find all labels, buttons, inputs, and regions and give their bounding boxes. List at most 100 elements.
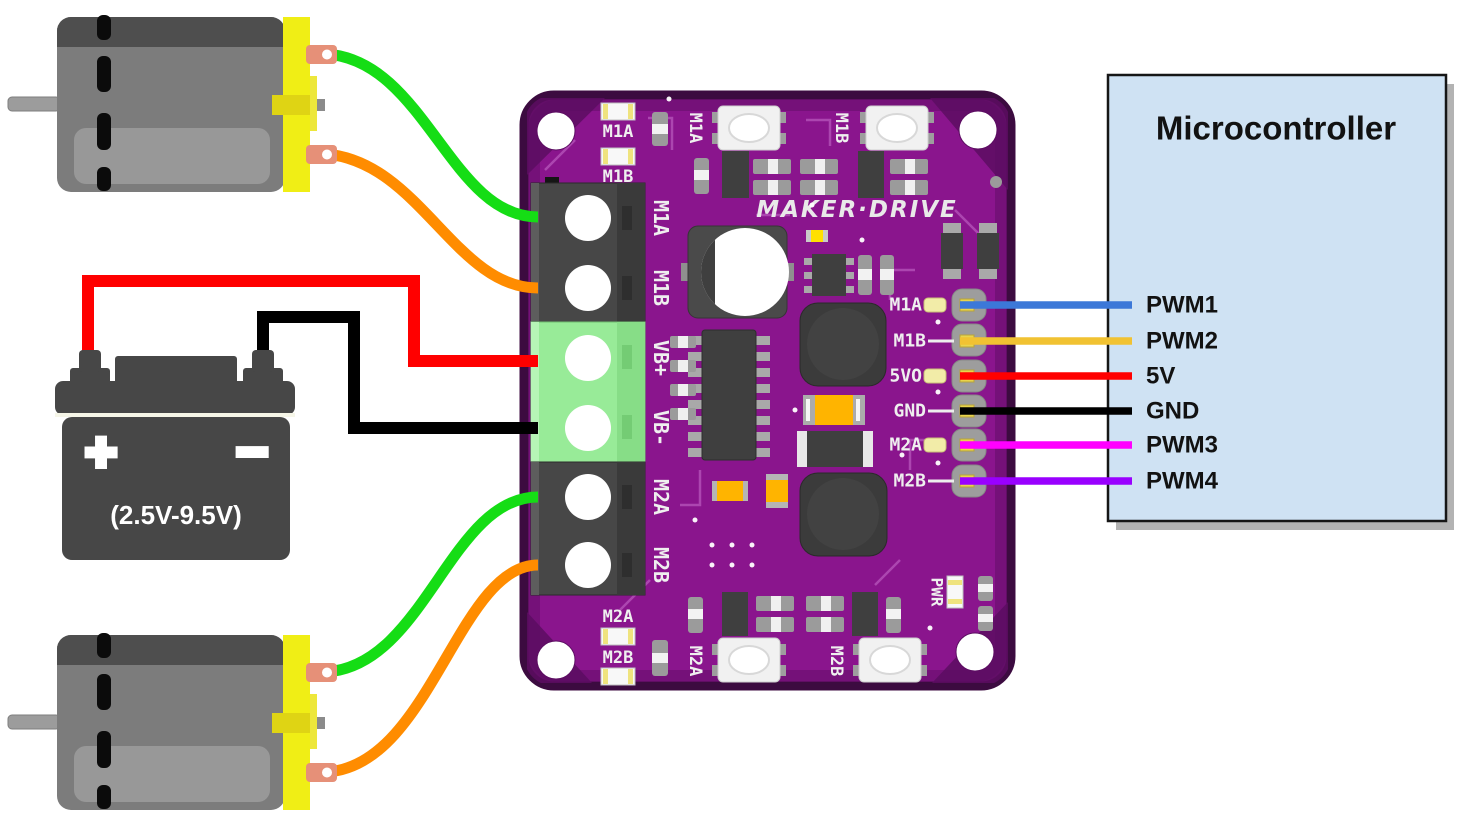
- mounting-holes: [536, 110, 1002, 680]
- resistor-band: [652, 653, 668, 663]
- resistor-band: [694, 170, 709, 180]
- pwr-label: PWR: [928, 578, 947, 607]
- button-m1a: [711, 105, 787, 151]
- terminal-hole-vbplus: [565, 335, 611, 381]
- block-highlight: [531, 322, 539, 462]
- tantalum-capacitor: [717, 481, 743, 501]
- diode-body: [941, 233, 963, 269]
- button-label-m1b: M1B: [831, 113, 851, 144]
- terminal-label-m2b: M2B: [649, 547, 673, 583]
- ic-pin: [804, 272, 812, 279]
- terminal-label-m2a: M2A: [649, 479, 673, 515]
- ic-pin: [846, 286, 854, 293]
- bottom-component-cluster: [688, 592, 901, 636]
- block-slot: [622, 206, 632, 230]
- transistor: [858, 151, 884, 198]
- ic-pin: [688, 400, 702, 409]
- terminal-block-m1: [530, 177, 646, 323]
- via-dot: [755, 307, 761, 313]
- resistor-band: [978, 584, 993, 592]
- mounting-hole: [536, 640, 576, 680]
- wire-motor2-green: [325, 491, 539, 678]
- ic-pin: [688, 432, 702, 441]
- via-dot: [935, 460, 941, 466]
- diode-pad: [979, 223, 997, 233]
- block-slot: [622, 553, 632, 577]
- resistor-band: [905, 180, 915, 195]
- resistor-band: [978, 614, 993, 622]
- ic-pin: [756, 384, 770, 393]
- led-label-m2b: M2B: [603, 648, 634, 668]
- inductor-core: [807, 308, 879, 380]
- terminal-hole-m2b: [565, 542, 611, 588]
- wire-battery-positive: [82, 275, 538, 367]
- cap-stripe: [856, 399, 860, 421]
- mid-component-cluster: [804, 230, 894, 296]
- dark-capacitor: [807, 431, 863, 467]
- mounting-hole: [958, 110, 998, 150]
- board-name: MAKER·DRIVE: [756, 197, 958, 223]
- wire-motor1-green: [325, 48, 539, 223]
- block-slot: [622, 415, 632, 439]
- resistor-band: [688, 609, 703, 619]
- resistor-band: [771, 596, 781, 611]
- cap-end: [797, 431, 807, 467]
- ic-pin: [688, 368, 702, 377]
- microcontroller-block: Microcontroller PWM1 PWM2 5V GND PWM3 PW…: [1106, 73, 1454, 530]
- resistor-band: [652, 124, 668, 134]
- battery-voltage-range: (2.5V-9.5V): [110, 500, 242, 530]
- terminal-label-m1b: M1B: [649, 270, 673, 306]
- left-wires: [82, 48, 539, 778]
- yellow-capacitor: [811, 230, 823, 242]
- mcu-pin-pwm3: PWM3: [1146, 432, 1218, 459]
- led-label-m1a: M1A: [603, 122, 634, 142]
- resistor-band: [678, 408, 688, 420]
- button-m1b: [859, 105, 935, 151]
- resistor-column: [670, 336, 696, 420]
- resistor-band: [815, 159, 825, 174]
- ic-pin: [804, 258, 812, 265]
- led-m2a: [600, 627, 636, 646]
- transistor: [722, 592, 748, 636]
- via-dot: [709, 542, 715, 548]
- battery-terminal-base: [243, 368, 283, 384]
- mcu-pin-pwm1: PWM1: [1146, 292, 1218, 319]
- dc-motor-1: [7, 14, 338, 193]
- led-contact: [948, 580, 962, 585]
- wire-motor2-orange: [325, 559, 539, 778]
- via-dot: [666, 96, 672, 102]
- resistor-band: [768, 159, 778, 174]
- resistor-band: [678, 336, 688, 348]
- via-dot: [792, 407, 798, 413]
- mcu-pin-5v: 5V: [1146, 363, 1175, 390]
- motor-indicator-leds: M1A M1B M2A M2B: [600, 102, 668, 686]
- via-dot: [859, 237, 865, 243]
- power-led-cluster: PWR: [928, 575, 993, 631]
- via-dot: [729, 542, 735, 548]
- via-dot: [927, 625, 933, 631]
- tantalum-capacitor: [815, 395, 853, 425]
- block-slot: [622, 485, 632, 509]
- battery-lid: [55, 381, 295, 415]
- terminal-hole-m1a: [565, 195, 611, 241]
- button-m2b: [852, 637, 928, 683]
- ic-body: [812, 254, 846, 296]
- resistor-band: [821, 617, 831, 632]
- terminal-hole-m1b: [565, 265, 611, 311]
- battery-terminal-base: [70, 368, 110, 384]
- battery-terminal-positive: [79, 350, 101, 372]
- wire-motor1-orange: [325, 148, 539, 294]
- terminal-hole-m2a: [565, 474, 611, 520]
- via-dot: [692, 517, 698, 523]
- cap-end: [863, 431, 873, 467]
- ic-pin: [688, 416, 702, 425]
- ic-pin: [804, 286, 812, 293]
- pin-led: [923, 437, 947, 453]
- via-dot: [749, 542, 755, 548]
- transistor: [852, 592, 878, 636]
- ic-pin: [756, 400, 770, 409]
- resistor-band: [858, 269, 872, 280]
- led-m1a: [600, 102, 636, 121]
